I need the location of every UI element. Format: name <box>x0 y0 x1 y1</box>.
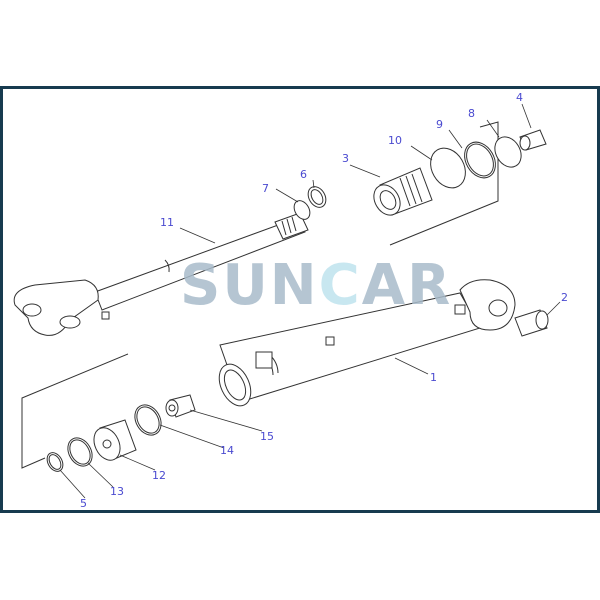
part-label-10: 10 <box>388 134 402 147</box>
seal-5 <box>46 452 64 472</box>
part-label-14: 14 <box>220 444 234 457</box>
part-label-4: 4 <box>516 91 523 104</box>
ring-9 <box>464 141 496 179</box>
part-label-8: 8 <box>468 107 475 120</box>
assembly-bracket-lower <box>21 353 129 469</box>
leader-lines <box>59 103 561 499</box>
watermark-text-c: C <box>319 253 362 318</box>
bushing-4 <box>519 129 547 151</box>
nut-15 <box>165 394 196 418</box>
part-label-6: 6 <box>300 168 307 181</box>
watermark-text-end: AR <box>362 253 452 318</box>
part-label-7: 7 <box>262 182 269 195</box>
part-label-3: 3 <box>342 152 349 165</box>
piston-rod <box>13 212 309 336</box>
cylinder-tube <box>218 279 516 407</box>
piston-12 <box>93 419 137 461</box>
part-label-5: 5 <box>80 497 87 510</box>
watermark-text-start: SUN <box>180 253 319 318</box>
part-label-1: 1 <box>430 371 437 384</box>
assembly-bracket-upper <box>389 121 499 246</box>
seal-6 <box>307 186 327 208</box>
part-label-12: 12 <box>152 469 166 482</box>
ring-14 <box>134 404 162 436</box>
part-label-9: 9 <box>436 118 443 131</box>
part-label-13: 13 <box>110 485 124 498</box>
ring-10 <box>430 147 466 189</box>
ring-13 <box>67 437 93 467</box>
suncar-watermark: SUNCAR <box>180 253 452 318</box>
ring-8 <box>494 136 522 168</box>
gland-3 <box>373 167 433 216</box>
bushing-2 <box>514 309 549 337</box>
part-label-15: 15 <box>260 430 274 443</box>
part-label-11: 11 <box>160 216 174 229</box>
part-label-2: 2 <box>561 291 568 304</box>
